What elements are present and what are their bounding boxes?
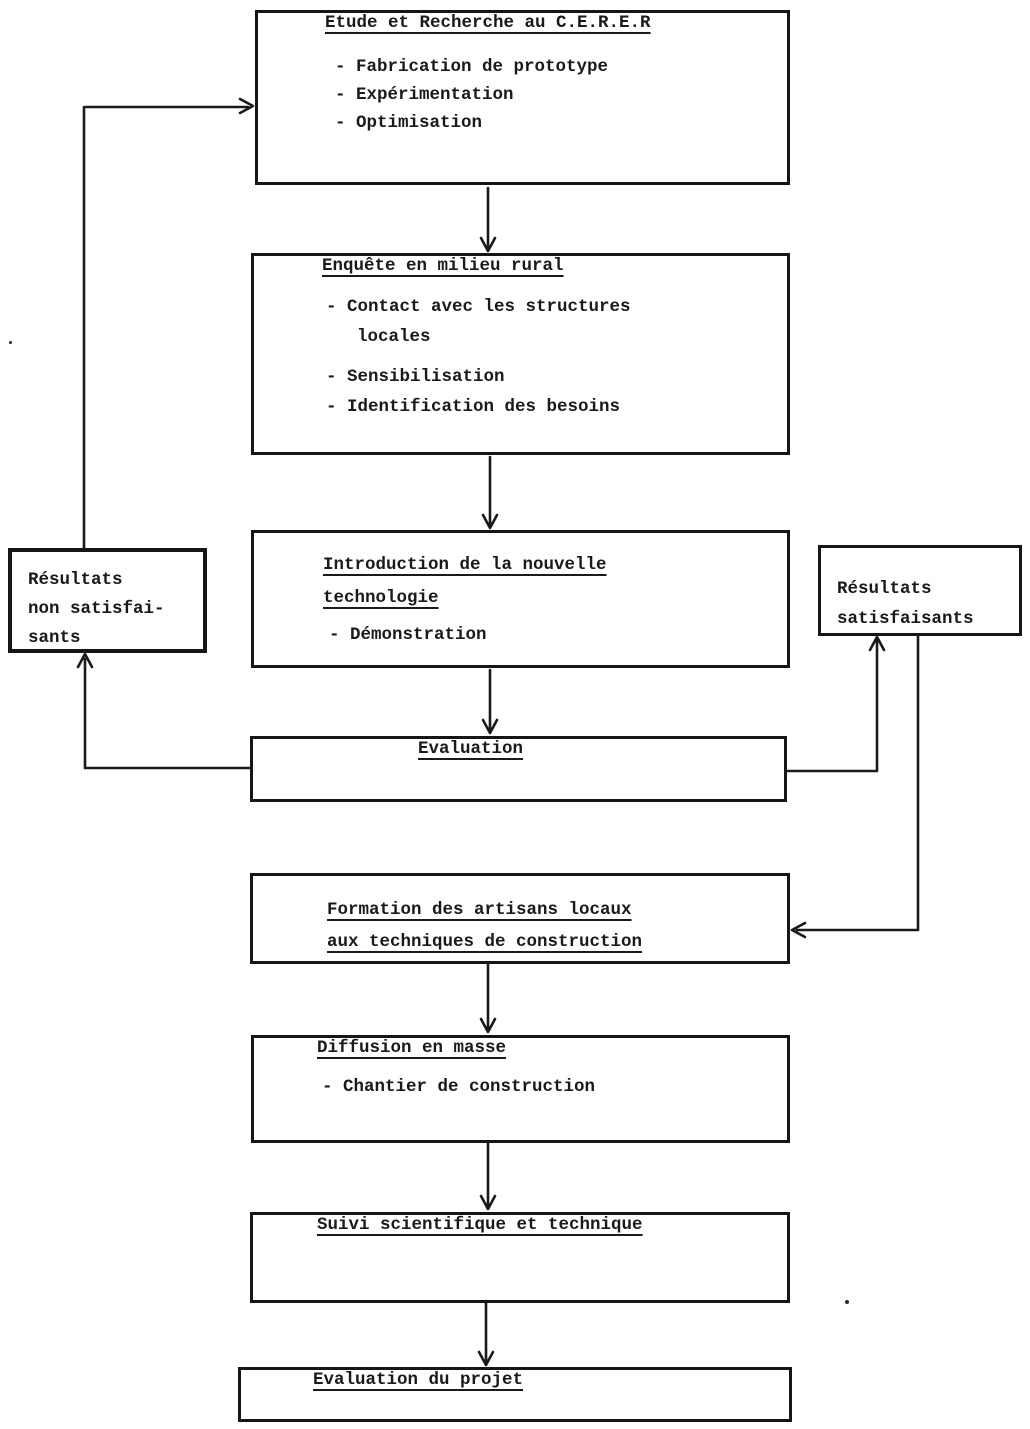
arrow-evaluation-to-resultats-non xyxy=(76,652,254,770)
box-title-line: Introduction de la nouvelle xyxy=(323,555,607,575)
box-enquete-milieu-rural: Enquête en milieu rural - Contact avec l… xyxy=(251,253,790,455)
box-etude-recherche-cerer: Etude et Recherche au C.E.R.E.R - Fabric… xyxy=(255,10,790,185)
box-title: Evaluation du projet xyxy=(313,1370,524,1390)
box-title-line: aux techniques de construction xyxy=(327,932,643,952)
list-item: - Expérimentation xyxy=(335,85,514,105)
text-line: Résultats xyxy=(837,579,932,599)
arrow-evaluation-to-resultats-ok xyxy=(783,635,886,773)
list-item-continuation: locales xyxy=(357,327,431,347)
list-item: - Démonstration xyxy=(329,625,487,645)
box-item-list: - Fabrication de prototype - Expérimenta… xyxy=(335,53,787,137)
scan-speck xyxy=(9,341,12,344)
text-line: Résultats xyxy=(28,570,123,590)
box-formation-artisans: Formation des artisans locaux aux techni… xyxy=(250,873,790,964)
arrow-cerer-to-enquete xyxy=(479,186,497,253)
text-line: satisfaisants xyxy=(837,609,974,629)
box-title: Formation des artisans locaux aux techni… xyxy=(327,894,787,958)
box-diffusion-en-masse: Diffusion en masse - Chantier de constru… xyxy=(251,1035,790,1143)
arrow-formation-to-diffusion xyxy=(479,962,497,1034)
list-item: - Chantier de construction xyxy=(322,1077,596,1097)
arrow-resultats-ok-to-formation xyxy=(790,632,920,939)
arrow-resultats-non-to-cerer xyxy=(82,97,255,550)
box-item-list: - Chantier de construction xyxy=(322,1073,787,1101)
box-title: Suivi scientifique et technique xyxy=(317,1215,643,1235)
box-text: Résultats non satisfai- sants xyxy=(28,566,203,653)
box-text: Résultats satisfaisants xyxy=(837,574,1019,634)
box-evaluation-du-projet: Evaluation du projet xyxy=(238,1367,792,1422)
scan-speck xyxy=(845,1300,849,1304)
list-item: - Sensibilisation xyxy=(326,367,505,387)
box-title: Etude et Recherche au C.E.R.E.R xyxy=(325,13,651,33)
box-title-line: technologie xyxy=(323,588,439,608)
arrow-introduction-to-evaluation xyxy=(481,668,499,735)
list-item: - Contact avec les structures xyxy=(326,297,631,317)
box-resultats-non-satisfaisants: Résultats non satisfai- sants xyxy=(8,548,207,653)
arrow-diffusion-to-suivi xyxy=(479,1141,497,1211)
box-resultats-satisfaisants: Résultats satisfaisants xyxy=(818,545,1022,636)
box-suivi-scientifique: Suivi scientifique et technique xyxy=(250,1212,790,1303)
text-line: sants xyxy=(28,628,81,648)
list-item: - Fabrication de prototype xyxy=(335,57,609,77)
box-item-list: - Contact avec les structures locales - … xyxy=(326,292,787,422)
box-title: Introduction de la nouvelle technologie xyxy=(323,549,787,615)
box-title: Enquête en milieu rural xyxy=(322,256,564,276)
box-evaluation: Evaluation xyxy=(250,736,787,802)
box-item-list: - Démonstration xyxy=(329,621,787,649)
box-title-line: Formation des artisans locaux xyxy=(327,900,632,920)
list-item: - Identification des besoins xyxy=(326,397,621,417)
list-item: - Optimisation xyxy=(335,113,483,133)
text-line: non satisfai- xyxy=(28,599,165,619)
box-introduction-nouvelle-technologie: Introduction de la nouvelle technologie … xyxy=(251,530,790,668)
arrow-suivi-to-evaluation-projet xyxy=(477,1301,495,1367)
box-title: Evaluation xyxy=(418,739,524,759)
arrow-enquete-to-introduction xyxy=(481,455,499,530)
box-title: Diffusion en masse xyxy=(317,1038,507,1058)
